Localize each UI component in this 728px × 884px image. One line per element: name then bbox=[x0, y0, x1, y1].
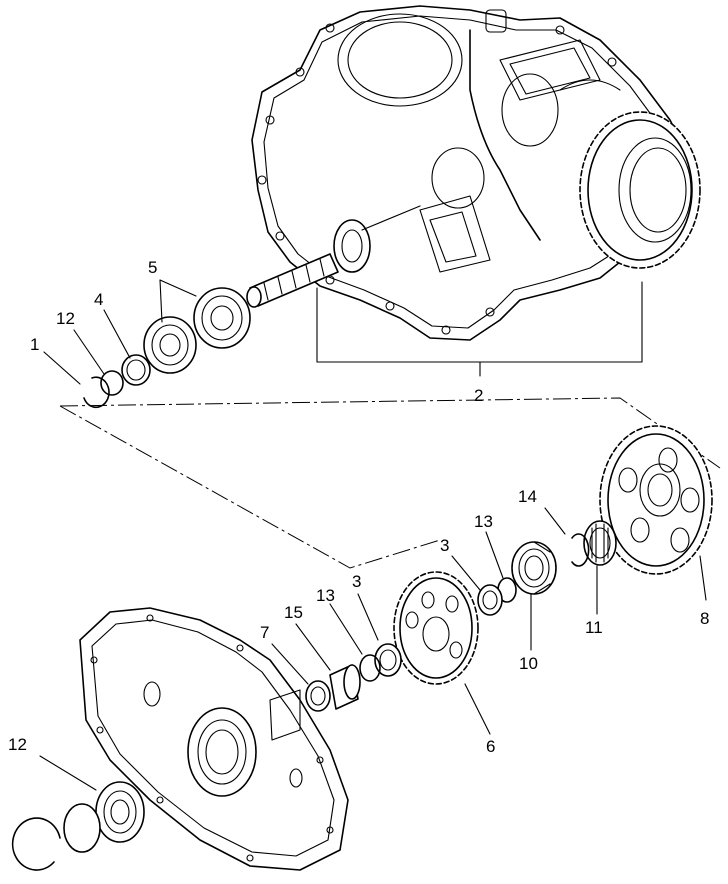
bearing-5-inner bbox=[143, 316, 197, 374]
callout-10: 10 bbox=[519, 654, 538, 673]
callout-12-upper: 12 bbox=[56, 309, 75, 328]
callout-12-lower: 12 bbox=[8, 735, 27, 754]
callout-7: 7 bbox=[260, 623, 269, 642]
callout-4: 4 bbox=[94, 290, 103, 309]
gear-6 bbox=[393, 571, 479, 685]
callout-3-upper: 3 bbox=[440, 536, 449, 555]
callout-15: 15 bbox=[284, 603, 303, 622]
ring-7 bbox=[305, 680, 331, 712]
callout-2: 2 bbox=[474, 386, 483, 405]
callout-1: 1 bbox=[30, 335, 39, 354]
bearing-5-outer bbox=[193, 287, 251, 349]
cover-housing bbox=[79, 607, 349, 871]
pinion-shaft bbox=[246, 205, 421, 308]
callout-labels: 1 2 3 3 4 5 6 7 8 10 11 12 12 13 13 14 1… bbox=[8, 258, 709, 756]
coupling-10 bbox=[511, 541, 557, 595]
bracket-2 bbox=[316, 281, 643, 363]
leader-lines bbox=[39, 279, 707, 791]
gear-8 bbox=[599, 425, 713, 575]
callout-3-lower: 3 bbox=[352, 572, 361, 591]
bearing-12-lower bbox=[95, 781, 145, 843]
needle-bearing-11 bbox=[583, 520, 617, 566]
snap-ring-14 bbox=[571, 533, 590, 567]
snap-ring-12-upper bbox=[100, 370, 124, 396]
bracket-5 bbox=[159, 279, 197, 323]
snap-ring-lower bbox=[11, 817, 61, 871]
seal-disc bbox=[63, 803, 101, 853]
washer-3-right bbox=[477, 584, 503, 616]
callout-13-left: 13 bbox=[316, 586, 335, 605]
callout-6: 6 bbox=[486, 737, 495, 756]
snap-ring-1 bbox=[83, 376, 110, 409]
sleeve-15 bbox=[329, 664, 361, 710]
washer-3-left bbox=[374, 643, 402, 677]
callout-13-right: 13 bbox=[474, 512, 493, 531]
callout-5: 5 bbox=[148, 258, 157, 277]
callout-8: 8 bbox=[700, 609, 709, 628]
callout-11: 11 bbox=[585, 618, 603, 637]
snap-ring-13-left bbox=[359, 654, 381, 682]
ring-4 bbox=[121, 354, 151, 386]
ring-gear bbox=[579, 111, 701, 269]
callout-14: 14 bbox=[518, 487, 537, 506]
